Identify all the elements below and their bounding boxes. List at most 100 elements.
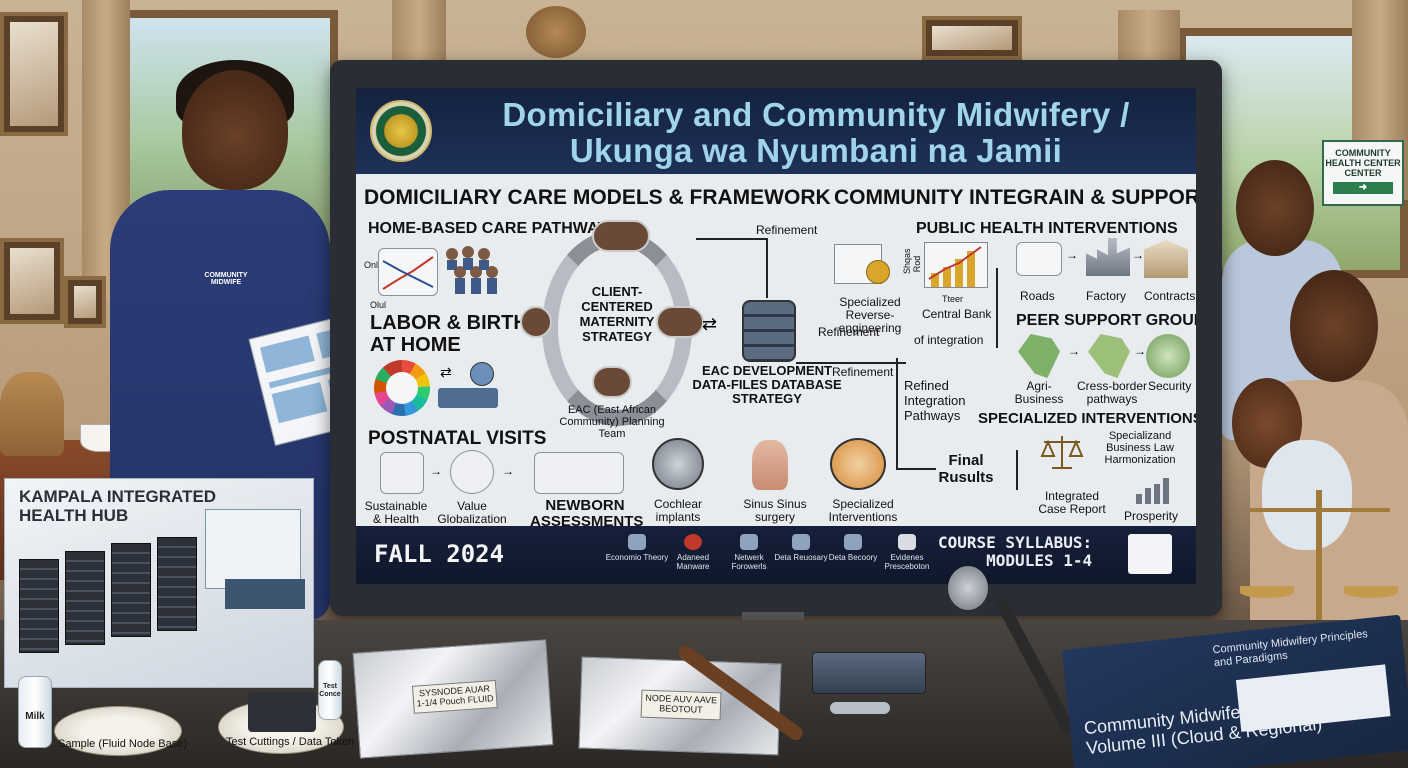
health-hub-model: KAMPALA INTEGRATED HEALTH HUB	[4, 478, 314, 688]
label-prosperity: Prosperity	[1124, 509, 1179, 523]
coin-stack-icon	[866, 260, 890, 284]
cargo-ship-icon	[438, 388, 498, 408]
curtain-right	[1118, 10, 1180, 62]
server-rack-icon	[19, 559, 59, 653]
label-factory: Factory	[1086, 289, 1127, 303]
network-diagram-board	[205, 509, 301, 589]
africa-map-icon	[1088, 334, 1130, 378]
arrow-right-icon: →	[1066, 248, 1078, 262]
syllabus-label: COURSE SYLLABUS: MODULES 1-4	[938, 534, 1092, 570]
heading-postnatal: POSTNATAL VISITS	[368, 428, 547, 449]
virus-icon	[684, 534, 702, 550]
microphone-icon	[948, 566, 988, 610]
data-token-label: Test Cuttings / Data Token	[226, 736, 355, 748]
mother-face	[1290, 270, 1378, 382]
connector-line	[766, 238, 768, 298]
term-label: FALL 2024	[374, 540, 505, 568]
label-final-results: Final Rusults	[938, 452, 994, 486]
footer-item-economic-theory[interactable]: Economio Theory	[604, 534, 670, 562]
connector-line	[1016, 450, 1018, 490]
small-portrait-frame	[64, 276, 106, 328]
chart-label-bottom: Olul	[370, 300, 387, 310]
document-icon	[898, 534, 916, 550]
heading-domiciliary-care: DOMICILIARY CARE MODELS & FRAMEWORK	[364, 186, 831, 209]
midwife-face	[182, 70, 288, 190]
flow-tree-icon	[534, 452, 624, 494]
hard-drive-icon	[248, 692, 316, 732]
hub-title-line2: HEALTH HUB	[19, 506, 129, 525]
label-roads: Roads	[1020, 289, 1055, 303]
chart-label-top: Onl	[364, 260, 379, 270]
milk-bottle: Milk	[18, 676, 52, 748]
label-specialized-reverse: Specialized Reverse-engineering	[838, 295, 902, 335]
footer-item-label: Adaneed Manware	[676, 553, 710, 571]
network-nodes-icon	[380, 452, 424, 494]
footer-item-label: Economio Theory	[605, 553, 669, 562]
clinic-sign-line2: HEALTH CENTER	[1325, 158, 1401, 168]
team-member-avatar	[656, 306, 704, 338]
screen-header: Domiciliary and Community Midwifery / Uk…	[356, 88, 1196, 174]
clinic-sign: COMMUNITY HEALTH CENTER CENTER ➜	[1322, 140, 1404, 206]
server-rack-icon	[157, 537, 197, 631]
database-server-icon	[742, 300, 796, 362]
monitor-screen: Domiciliary and Community Midwifery / Uk…	[356, 88, 1196, 584]
footer-item-evidence[interactable]: Evidenes Presceboton	[874, 534, 940, 571]
arrow-right-icon: →	[1068, 344, 1080, 358]
label-refined-pathways: Refined Integration Pathways	[904, 378, 966, 423]
clinic-sign-line3: CENTER	[1344, 168, 1382, 178]
hub-title-line1: KAMPALA INTEGRATED	[19, 487, 217, 506]
footer-item-network[interactable]: Netwerk Forowerls	[716, 534, 782, 571]
clinic-sign-line1: COMMUNITY	[1335, 148, 1391, 158]
connector-line	[896, 358, 898, 468]
label-eac-team: EAC (East African Community) Planning Te…	[559, 404, 665, 440]
label-business-law: Specializand Business Law Harmonization	[1104, 430, 1176, 466]
labor-line1: LABOR & BIRTH	[370, 312, 528, 334]
heading-community-integration: COMMUNITY INTEGRAIN & SUPPORT	[834, 186, 1196, 209]
footer-item-label: Deta Becoory	[828, 553, 878, 562]
woven-basket-decor	[526, 6, 586, 58]
classroom-icon	[1128, 534, 1172, 574]
bar-growth-chart-icon	[924, 242, 988, 288]
footer-item-malware[interactable]: Adaneed Manware	[660, 534, 726, 571]
heading-home-based: HOME-BASED CARE PATHWAYS	[368, 220, 619, 237]
family-photo-frame	[0, 12, 68, 136]
uniform-badge: COMMUNITY MIDWIFE	[204, 272, 248, 286]
heading-peer-support: PEER SUPPORT GROUPS	[1016, 312, 1196, 329]
security-map-icon	[1146, 334, 1190, 378]
hub-title: KAMPALA INTEGRATED HEALTH HUB	[19, 487, 216, 525]
label-refinement-2: Refinement	[818, 325, 880, 339]
monitor-icon	[844, 534, 862, 550]
label-refinement-3: Refinement	[832, 365, 894, 379]
book-cover-title: Community Midwifery Principles and Parad…	[1212, 628, 1369, 670]
handshake-icon	[830, 438, 886, 490]
database-icon	[792, 534, 810, 550]
label-integrated-case: Integrated Case Report	[1038, 489, 1106, 516]
portrait-frame	[0, 238, 64, 324]
network-switch-icon	[812, 652, 926, 694]
sinus-anatomy-icon	[752, 440, 788, 490]
label-specialized-interventions-mid: Specialized Interventions	[828, 497, 898, 524]
line-chart-icon	[378, 248, 438, 296]
connector-line	[696, 238, 768, 240]
test-bottle: Test Conce	[318, 660, 342, 720]
community-group-icon	[442, 244, 502, 300]
curtain-mid	[392, 0, 446, 60]
people-chart-icon	[1016, 242, 1062, 276]
label-agri-business: Agri-Business	[1014, 379, 1064, 406]
gears-icon	[450, 450, 494, 494]
screen-footer: FALL 2024 Economio Theory Adaneed Manwar…	[356, 526, 1196, 584]
label-of-integration: of integration	[914, 333, 984, 347]
server-rack-icon	[111, 543, 151, 637]
connector-line	[996, 268, 998, 348]
syllabus-line1: COURSE SYLLABUS:	[938, 533, 1093, 552]
footer-item-data-repository[interactable]: Deta Reuosary	[768, 534, 834, 562]
africa-map-icon	[1018, 334, 1060, 378]
arrow-right-icon: →	[1134, 344, 1146, 358]
footer-item-data-recovery[interactable]: Deta Becoory	[820, 534, 886, 562]
arrow-right-icon: →	[1132, 248, 1144, 262]
label-sinus: Sinus Sinus surgery	[743, 497, 807, 524]
label-central-bank: Central Bank	[922, 307, 992, 321]
justice-scale-icon	[1240, 490, 1400, 640]
connector-line	[796, 362, 906, 364]
course-title-line2: Ukunga wa Nyumbani na Jamii	[569, 132, 1063, 169]
